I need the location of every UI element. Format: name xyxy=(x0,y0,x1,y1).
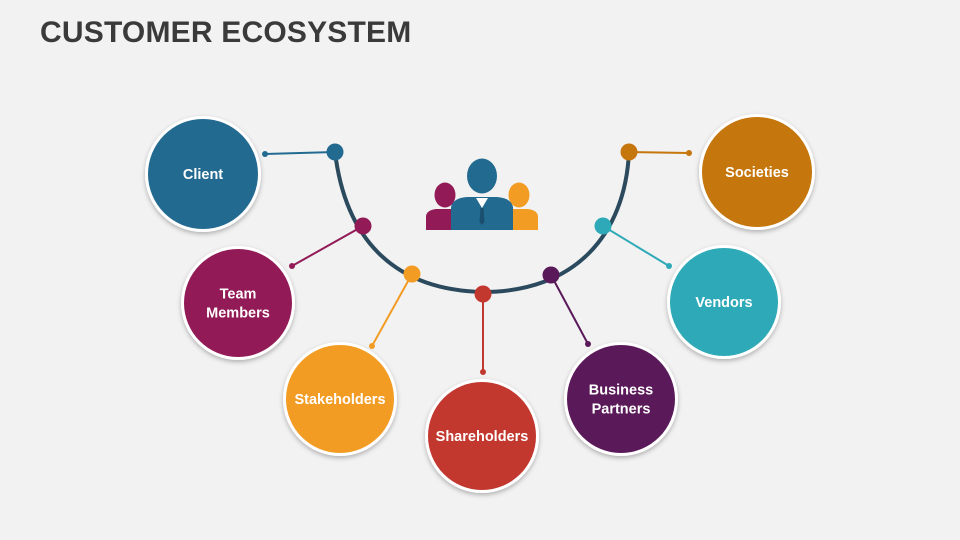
stakeholders-connector-end-dot xyxy=(369,343,375,349)
vendors-circle xyxy=(670,248,778,356)
team-members-label: Team xyxy=(220,287,257,303)
business-partners-anchor-dot xyxy=(542,266,560,284)
node-client: Client xyxy=(145,116,261,232)
vendors-label: Vendors xyxy=(695,295,752,311)
shareholders-anchor-dot xyxy=(474,285,492,303)
societies-connector-end-dot xyxy=(686,150,692,156)
client-label: Client xyxy=(183,167,223,183)
team-members-connector-end-dot xyxy=(289,263,295,269)
page-title: CUSTOMER ECOSYSTEM xyxy=(40,16,412,49)
stakeholders-connector xyxy=(371,273,413,347)
business-partners-label: Business xyxy=(589,383,653,399)
node-stakeholders: Stakeholders xyxy=(283,342,397,456)
client-circle xyxy=(148,119,258,229)
node-societies: Societies xyxy=(699,114,815,230)
team-members-connector xyxy=(291,225,364,267)
shareholders-circle xyxy=(428,382,536,490)
business-partners-circle xyxy=(567,345,675,453)
people-group-icon xyxy=(426,158,538,230)
shareholders-label: Shareholders xyxy=(436,429,529,445)
societies-circle xyxy=(702,117,812,227)
client-connector xyxy=(264,151,336,155)
shareholders-connector-end-dot xyxy=(480,369,486,375)
stakeholders-label: Stakeholders xyxy=(294,392,385,408)
societies-connector xyxy=(628,151,690,154)
vendors-anchor-dot xyxy=(594,217,612,235)
stakeholders-anchor-dot xyxy=(403,265,421,283)
nodes-layer: ClientTeamMembersStakeholdersShareholder… xyxy=(145,114,815,493)
business-partners-connector xyxy=(550,274,589,345)
team-members-label: Members xyxy=(206,306,270,322)
societies-anchor-dot xyxy=(620,143,638,161)
team-members-circle xyxy=(184,249,292,357)
stakeholders-circle xyxy=(286,345,394,453)
client-connector-end-dot xyxy=(262,151,268,157)
business-partners-label: Partners xyxy=(592,402,651,418)
node-vendors: Vendors xyxy=(667,245,781,359)
node-shareholders: Shareholders xyxy=(425,379,539,493)
societies-label: Societies xyxy=(725,165,789,181)
vendors-connector-end-dot xyxy=(666,263,672,269)
team-members-anchor-dot xyxy=(354,217,372,235)
business-partners-connector-end-dot xyxy=(585,341,591,347)
connectors-layer xyxy=(262,143,692,375)
vendors-connector xyxy=(602,225,670,267)
client-anchor-dot xyxy=(326,143,344,161)
